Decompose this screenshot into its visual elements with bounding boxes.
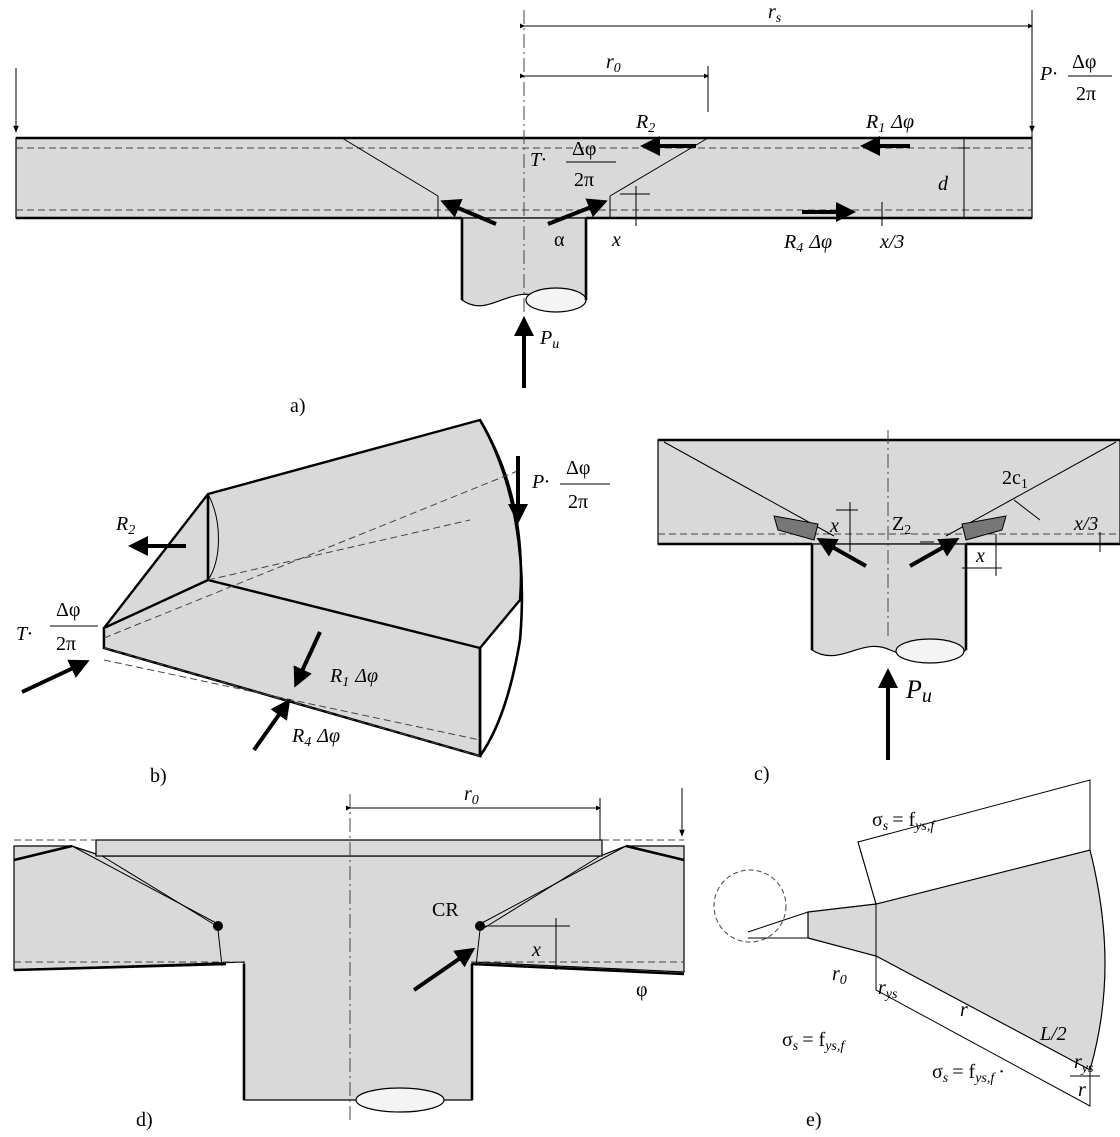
- slab-section-c: [657, 439, 1120, 545]
- label-L2: L/2: [1039, 1023, 1067, 1045]
- label-CR: CR: [432, 899, 459, 921]
- label-frac-num: rys: [1074, 1051, 1094, 1076]
- caption-a: a): [290, 395, 306, 417]
- caption-c: c): [754, 763, 770, 785]
- label-x-c-right: x: [975, 545, 985, 567]
- label-r0-e: r0: [832, 963, 847, 988]
- label-sig-bot: σs= fys,f: [782, 1029, 846, 1054]
- label-T-dphi: Δφ: [572, 138, 596, 160]
- label-rs: rs: [768, 1, 782, 26]
- label-R2-b: R2: [115, 513, 135, 538]
- label-x-d: x: [531, 939, 541, 961]
- label-dphi-a: Δφ: [1072, 51, 1096, 73]
- label-phi: φ: [636, 979, 648, 1001]
- label-2pi-b: 2π: [568, 491, 588, 513]
- label-x3-a: x/3: [879, 231, 904, 253]
- label-alpha: α: [554, 229, 565, 251]
- label-x-c-left: x: [829, 515, 839, 537]
- label-x3-c: x/3: [1073, 513, 1098, 535]
- label-r-e: r: [960, 999, 968, 1021]
- deformed-slab: [13, 845, 685, 1101]
- caption-d: d): [136, 1109, 153, 1131]
- label-r0: r0: [606, 51, 621, 76]
- label-frac-den: r: [1078, 1079, 1086, 1101]
- label-x-a: x: [611, 229, 621, 251]
- label-d: d: [938, 173, 949, 195]
- label-P-b: P·: [531, 471, 549, 493]
- label-rys: rys: [878, 977, 898, 1002]
- label-R2-a: R2: [635, 111, 655, 136]
- label-r0-d: r0: [464, 783, 479, 808]
- label-Pu-c: Pu: [905, 675, 932, 707]
- label-T-a: T·: [530, 149, 546, 171]
- label-T-2pi-b: 2π: [56, 633, 76, 655]
- caption-e: e): [806, 1109, 822, 1131]
- panel-c: x Z2 2c1 x x/3 Pu c): [657, 430, 1120, 785]
- panel-d: r0 CR x φ d): [13, 783, 685, 1131]
- label-T-dphi-b: Δφ: [56, 599, 80, 621]
- panel-e: σs= fys,f r0 rys r L/2 σs= fys,f σs= fys…: [713, 779, 1106, 1131]
- caption-b: b): [150, 765, 167, 787]
- label-T-2pi: 2π: [574, 169, 594, 191]
- label-Pu-a: Pu: [539, 327, 559, 352]
- label-2c1: 2c1: [1002, 467, 1028, 492]
- label-T-b: T·: [16, 623, 32, 645]
- label-P-a: P·: [1039, 63, 1057, 85]
- label-sig-top: σs= fys,f: [872, 809, 936, 834]
- label-2pi-a: 2π: [1076, 83, 1096, 105]
- label-sig-frac: σs= fys,f·: [932, 1061, 1005, 1086]
- label-Z2: Z2: [892, 513, 911, 538]
- label-dphi-b: Δφ: [566, 457, 590, 479]
